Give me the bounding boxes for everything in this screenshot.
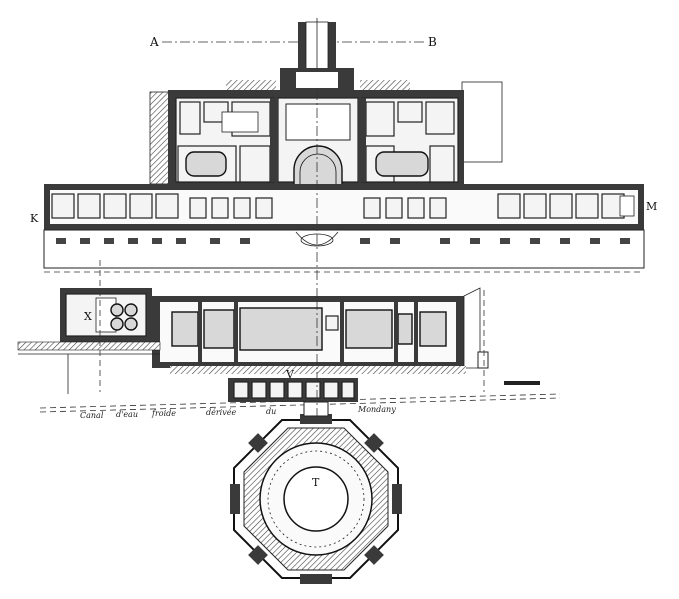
axis-lines [99, 90, 485, 420]
room-letter-x: X [84, 310, 92, 323]
section-marker-a: A [149, 35, 159, 49]
upper-building [149, 80, 503, 229]
section-marker-b: B [428, 35, 437, 49]
canal-caption-w2: d'eau [116, 410, 138, 419]
canal: Canal d'eau froide dérivée du Mondany [39, 393, 561, 420]
colonnade [43, 229, 645, 273]
canal-caption-w6: Mondany [357, 405, 396, 414]
canal-caption-w4: dérivée [206, 408, 236, 417]
canal-caption-w3: froide [151, 409, 176, 418]
section-marker-k: K [30, 212, 39, 225]
room-letter-t: T [312, 476, 320, 489]
north-tower [280, 18, 354, 95]
lower-building: X [17, 287, 540, 394]
v-gallery: V [228, 368, 358, 402]
room-letter-v: V [285, 368, 295, 381]
cross-wing: K M [30, 184, 657, 230]
canal-caption-w5: du [266, 407, 276, 416]
section-line-ab: A B [149, 35, 437, 49]
canal-caption-w1: Canal [80, 411, 104, 420]
rotunda: T [230, 401, 402, 584]
section-marker-m: M [646, 200, 657, 213]
